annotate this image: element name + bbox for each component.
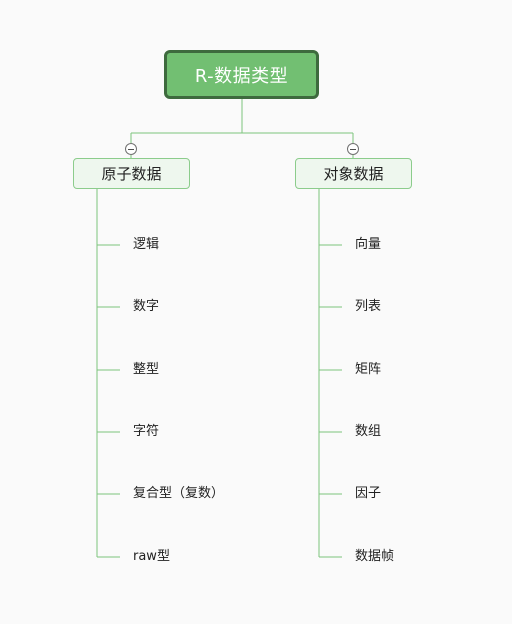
leaf-topic[interactable]: 数据帧 [355,549,395,564]
leaf-topic[interactable]: raw型 [133,549,170,564]
leaf-topic[interactable]: 矩阵 [355,362,382,377]
leaf-topic[interactable]: 因子 [355,486,382,501]
leaf-topic[interactable]: 向量 [355,237,382,252]
root-topic[interactable]: R-数据类型 [164,50,319,99]
collapse-toggle-icon[interactable] [347,143,359,155]
leaf-topic[interactable]: 复合型（复数） [133,486,225,501]
branch-topic-atomic-data[interactable]: 原子数据 [73,158,190,189]
leaf-topic[interactable]: 整型 [133,362,160,377]
leaf-topic[interactable]: 数字 [133,299,160,314]
collapse-toggle-icon[interactable] [125,143,137,155]
leaf-topic[interactable]: 数组 [355,424,382,439]
leaf-topic[interactable]: 逻辑 [133,237,160,252]
branch-topic-object-data[interactable]: 对象数据 [295,158,412,189]
leaf-topic[interactable]: 列表 [355,299,382,314]
leaf-topic[interactable]: 字符 [133,424,160,439]
